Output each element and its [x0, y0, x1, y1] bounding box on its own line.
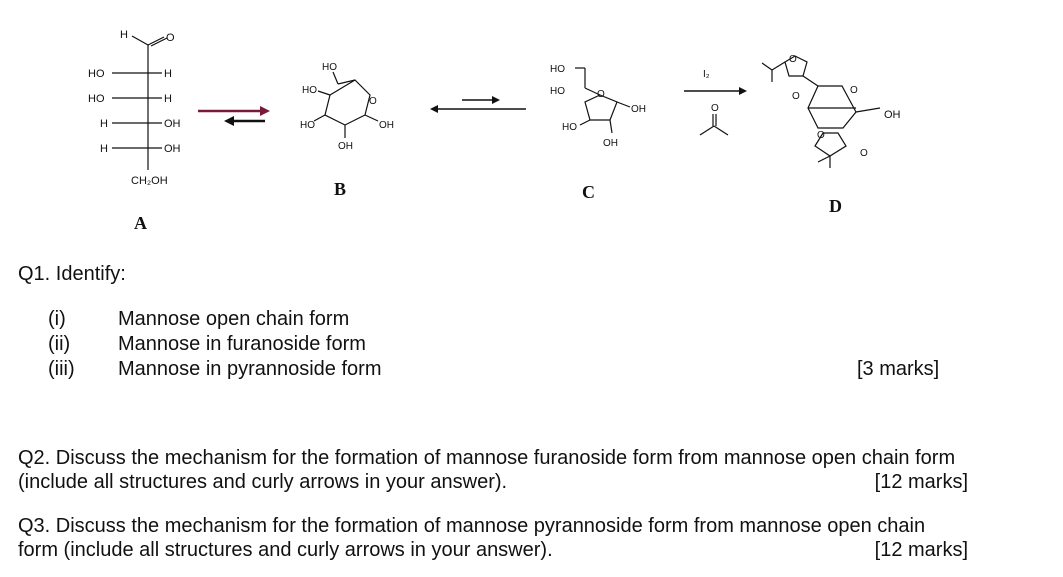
- furanose-ring-o: O: [597, 89, 605, 100]
- fischer-right-1: H: [164, 68, 172, 80]
- label-a: A: [134, 213, 147, 233]
- product-o-3: O: [850, 85, 858, 96]
- equilibrium-arrow-bc: [430, 96, 526, 113]
- acetone-o: O: [711, 103, 719, 114]
- q1-item-2-num: (ii): [48, 333, 71, 355]
- furanose-label-5: OH: [603, 138, 618, 149]
- iodine-reagent: I₂: [703, 69, 710, 80]
- pyranose-label-1: HO: [322, 62, 337, 73]
- pyranose-label-4: OH: [338, 141, 353, 152]
- q1-item-1-text: Mannose open chain form: [118, 308, 350, 330]
- furanose-ring: [575, 67, 631, 134]
- fischer-right-2: H: [164, 93, 172, 105]
- fischer-left-2: HO: [88, 93, 105, 105]
- product-o-2: O: [792, 91, 800, 102]
- q1-item-2-text: Mannose in furanoside form: [118, 333, 366, 355]
- fischer-right-4: OH: [164, 143, 181, 155]
- fischer-bottom: CH₂OH: [131, 175, 168, 187]
- q1-item-1-num: (i): [48, 308, 66, 330]
- product-o-4: O: [817, 130, 825, 141]
- pyranose-label-2: HO: [302, 85, 317, 96]
- pyranose-label-3: HO: [300, 120, 315, 131]
- q1-item-3-text: Mannose in pyrannoside form: [118, 358, 382, 380]
- reaction-scheme: H O HO HO H H H H OH OH CH₂OH HO HO HO O…: [88, 29, 901, 233]
- q2-marks: [12 marks]: [874, 471, 968, 493]
- label-d: D: [829, 196, 842, 216]
- furanose-label-3: OH: [631, 104, 646, 115]
- pyranose-ring-o: O: [369, 96, 377, 107]
- product-oh: OH: [884, 109, 901, 121]
- q2-block: Q2. Discuss the mechanism for the format…: [18, 446, 968, 494]
- q1-heading: Q1. Identify:: [18, 263, 126, 285]
- pyranose-label-5: OH: [379, 120, 394, 131]
- pyranose-ring: [313, 71, 379, 138]
- product-o-5: O: [860, 148, 868, 159]
- furanose-label-4: HO: [562, 122, 577, 133]
- q2-text: Q2. Discuss the mechanism for the format…: [18, 447, 956, 493]
- fischer-projection: [112, 35, 168, 170]
- equilibrium-arrow-ab: [198, 106, 270, 126]
- acetone-reagent: [699, 114, 729, 136]
- aldehyde-o: O: [166, 32, 175, 44]
- label-b: B: [334, 179, 346, 199]
- q3-text: Q3. Discuss the mechanism for the format…: [18, 515, 926, 561]
- label-c: C: [582, 182, 595, 202]
- fischer-left-3: H: [100, 118, 108, 130]
- furanose-label-1: HO: [550, 64, 565, 75]
- aldehyde-h: H: [120, 29, 128, 41]
- fischer-left-4: H: [100, 143, 108, 155]
- furanose-label-2: HO: [550, 86, 565, 97]
- q3-marks: [12 marks]: [874, 539, 968, 561]
- q1-marks: [3 marks]: [857, 358, 940, 380]
- reaction-arrow-cd: [684, 87, 747, 95]
- fischer-right-3: OH: [164, 118, 181, 130]
- q3-block: Q3. Discuss the mechanism for the format…: [18, 514, 968, 562]
- fischer-left-1: HO: [88, 68, 105, 80]
- q1-item-3-num: (iii): [48, 358, 75, 380]
- diacetonide-product: [761, 55, 881, 168]
- product-o-1: O: [789, 54, 797, 65]
